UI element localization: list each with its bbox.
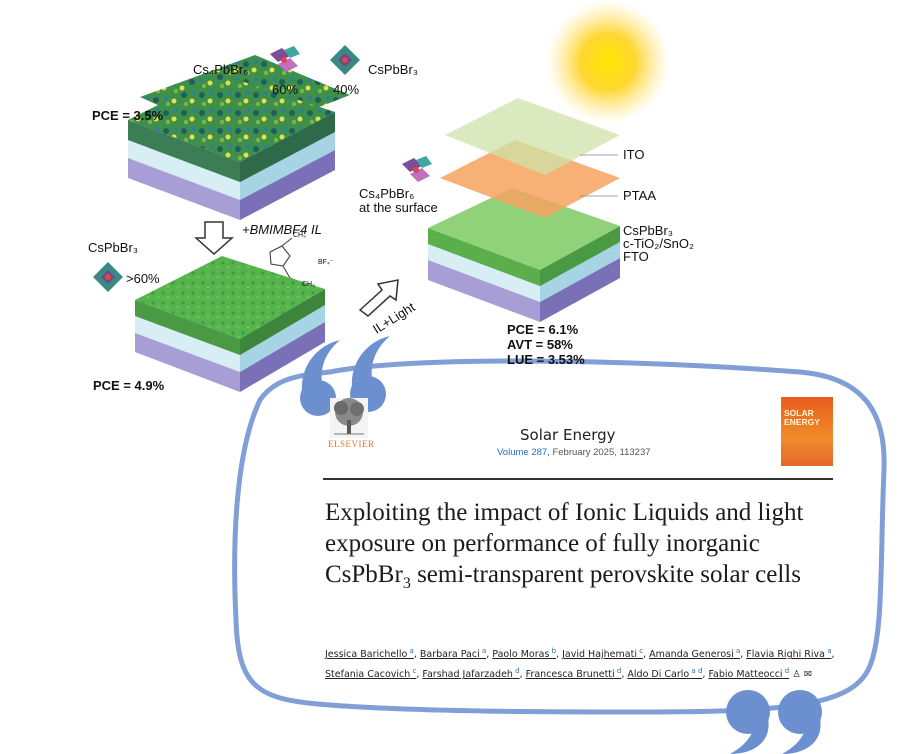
volume-rest: , February 2025, 113237: [547, 447, 650, 458]
layer-ito: ITO: [623, 147, 644, 162]
header-divider: [323, 478, 833, 480]
molecule-ch3-bottom: CH₃: [302, 281, 315, 288]
author-link[interactable]: Aldo Di Carlo a d: [627, 669, 702, 680]
author-link[interactable]: Paolo Moras b: [492, 649, 556, 660]
author-link[interactable]: Javid Hajhemati c: [562, 649, 643, 660]
author-link[interactable]: Flavia Righi Riva a: [746, 649, 831, 660]
pct-40: 40%: [333, 82, 359, 97]
device-stack-top: [128, 55, 350, 220]
cover-title: SOLAR ENERGY: [784, 409, 824, 427]
molecule-anion: BF₄⁻: [318, 258, 334, 266]
pce-bottom: PCE = 4.9%: [93, 378, 164, 393]
journal-name[interactable]: Solar Energy: [520, 426, 616, 444]
author-link[interactable]: Amanda Generosi a: [649, 649, 740, 660]
cspbbr3-label: CsPbBr₃: [368, 62, 418, 77]
volume-info: Volume 287, February 2025, 113237: [497, 447, 651, 458]
pct-60: 60%: [272, 82, 298, 97]
journal-cover[interactable]: SOLAR ENERGY: [781, 397, 833, 466]
sun-icon: [546, 0, 670, 124]
volume-link[interactable]: Volume 287: [497, 447, 547, 458]
device-stack-bottom: [135, 256, 325, 392]
device-stack-right: [428, 98, 620, 322]
cs4pbbr6-label: Cs₄PbBr₆: [193, 62, 248, 77]
surface-label-1: Cs₄PbBr₆: [359, 186, 414, 201]
avt-label: AVT = 58%: [507, 337, 573, 352]
down-arrow-icon: [196, 222, 232, 254]
title-subscript: 3: [403, 575, 411, 592]
cs4pbbr6-crystal-icon-surface: [402, 156, 432, 182]
gt60-label: >60%: [126, 271, 160, 286]
title-part-2: semi-transparent perovskite solar cells: [411, 561, 801, 588]
layer-fto: FTO: [623, 250, 649, 263]
author-link[interactable]: Barbara Paci a: [420, 649, 486, 660]
publisher-name: ELSEVIER: [328, 439, 375, 449]
email-icon[interactable]: ✉: [801, 669, 812, 680]
author-link[interactable]: Farshad Jafarzadeh d: [422, 669, 519, 680]
cspbbr3-left-label: CsPbBr₃: [88, 240, 138, 255]
surface-label-2: at the surface: [359, 200, 438, 215]
author-link[interactable]: Jessica Barichello a: [325, 649, 414, 660]
layer-ptaa: PTAA: [623, 188, 656, 203]
molecule-ch3-top: CH₃: [293, 232, 306, 239]
lue-label: LUE = 3.53%: [507, 352, 585, 367]
cspbbr3-crystal-icon-left: [93, 262, 123, 292]
author-link[interactable]: Fabio Matteocci d: [708, 669, 789, 680]
pce-right: PCE = 6.1%: [507, 322, 578, 337]
author-link[interactable]: Francesca Brunetti d: [526, 669, 622, 680]
elsevier-logo: [330, 398, 368, 438]
author-list: Jessica Barichello a, Barbara Paci a, Pa…: [325, 643, 835, 683]
step-label: +BMIMBF4 IL: [242, 222, 322, 237]
pce-top: PCE = 3.5%: [92, 108, 163, 123]
author-link[interactable]: Stefania Cacovich c: [325, 669, 416, 680]
article-title: Exploiting the impact of Ionic Liquids a…: [325, 497, 825, 599]
cspbbr3-crystal-icon: [330, 45, 360, 75]
person-icon[interactable]: ♙: [789, 669, 801, 680]
